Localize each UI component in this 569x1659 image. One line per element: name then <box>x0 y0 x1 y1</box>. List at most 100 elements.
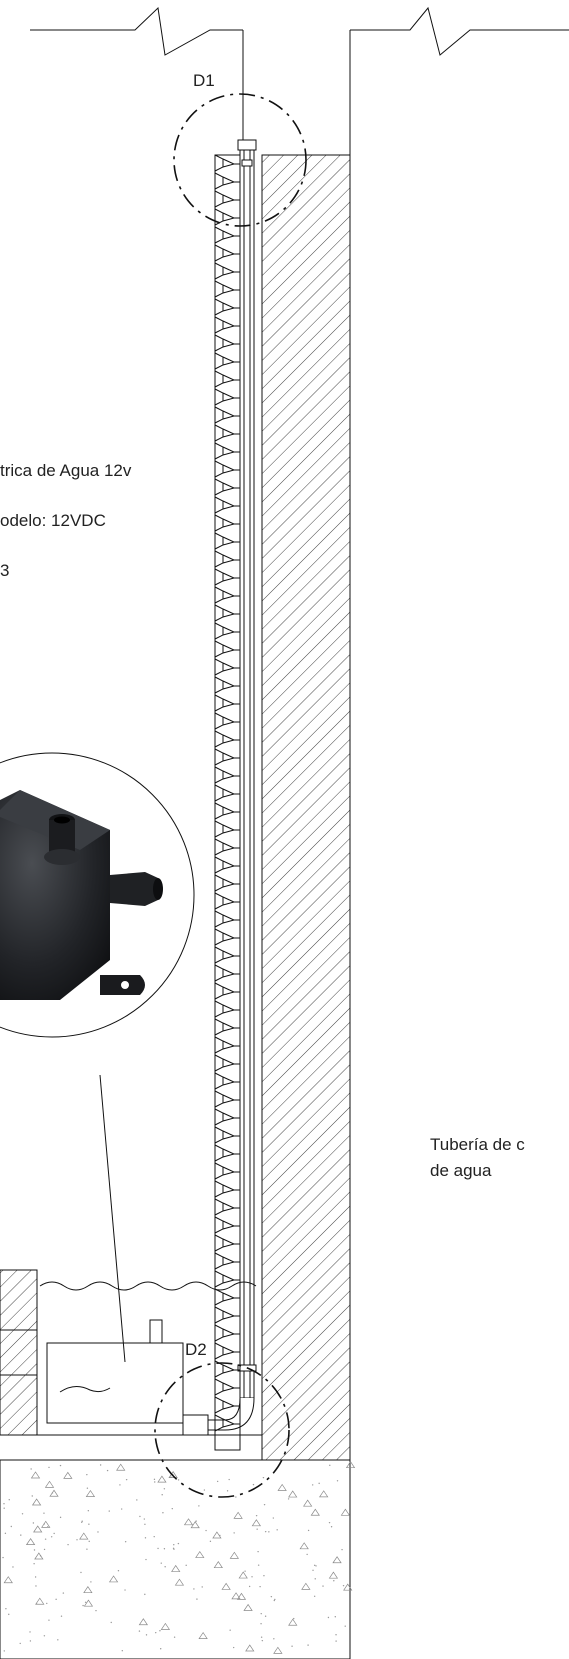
aggregate-stone <box>236 1592 247 1600</box>
sand-dot <box>293 1617 295 1620</box>
sand-dot <box>171 1507 173 1510</box>
sand-dot <box>228 1478 230 1481</box>
module-pocket <box>214 748 240 766</box>
aggregate-stone <box>3 1576 13 1584</box>
floor-slab <box>0 1459 351 1659</box>
sand-dot <box>262 1476 265 1479</box>
sand-dot <box>263 1575 265 1577</box>
sand-dot <box>327 1616 330 1619</box>
module-pocket <box>214 1090 240 1108</box>
aggregate-stone <box>31 1498 42 1506</box>
sand-dot <box>138 1630 141 1632</box>
sand-dot <box>80 1571 82 1574</box>
sand-dot <box>311 1484 314 1486</box>
sand-dot <box>177 1542 180 1545</box>
sand-dot <box>119 1484 121 1486</box>
sand-dot <box>8 1499 10 1501</box>
sand-dot <box>35 1585 37 1587</box>
detail-marker-d1: D1 <box>173 71 307 227</box>
module-pocket <box>214 874 240 892</box>
sand-dot <box>67 1543 69 1546</box>
aggregate-stone <box>33 1525 43 1533</box>
aggregate-stone <box>174 1578 185 1586</box>
sand-dot <box>145 1558 147 1561</box>
sand-dot <box>4 1532 7 1535</box>
sand-dot <box>256 1528 258 1530</box>
module-pocket <box>214 1378 240 1396</box>
sand-dot <box>157 1547 159 1550</box>
module-pocket <box>214 1216 240 1234</box>
sand-dot <box>144 1593 146 1596</box>
module-pocket <box>214 802 240 820</box>
module-pocket <box>214 946 240 964</box>
aggregate-stone <box>171 1564 181 1572</box>
module-pocket <box>214 1252 240 1270</box>
sand-dot <box>95 1609 97 1612</box>
sand-dot <box>273 1638 275 1640</box>
sand-dot <box>185 1564 187 1567</box>
module-pocket <box>214 640 240 658</box>
module-pocket <box>214 964 240 982</box>
sand-dot <box>193 1588 195 1590</box>
water-surface <box>39 1281 257 1291</box>
aggregate-stone <box>319 1490 329 1498</box>
sand-dot <box>53 1532 55 1535</box>
aggregate-stone <box>212 1531 222 1539</box>
aggregate-stone <box>83 1586 93 1594</box>
d2-label: D2 <box>185 1340 207 1359</box>
sand-dot <box>2 1556 4 1559</box>
aggregate-stone <box>116 1463 126 1471</box>
module-pocket <box>214 604 240 622</box>
sand-dot <box>341 1548 343 1551</box>
module-pocket <box>214 694 240 712</box>
sand-dot <box>342 1584 345 1587</box>
sand-dot <box>219 1534 221 1537</box>
top-break-line <box>30 6 569 56</box>
sand-dot <box>21 1513 24 1515</box>
aggregate-stone <box>83 1599 94 1607</box>
pump-spec-line-2: odelo: 12VDC <box>0 511 106 530</box>
sand-dot <box>264 1615 267 1617</box>
module-pocket <box>214 1288 240 1306</box>
aggregate-stone <box>190 1521 200 1529</box>
aggregate-stone <box>299 1542 309 1550</box>
aggregate-stone <box>85 1489 96 1497</box>
water-basin <box>0 1269 262 1436</box>
sand-dot <box>270 1595 273 1598</box>
sand-dot <box>259 1585 261 1588</box>
sand-dot <box>235 1496 237 1498</box>
sand-dot <box>125 1478 128 1481</box>
aggregate-stone <box>35 1597 45 1605</box>
sand-dot <box>62 1592 65 1594</box>
sand-dot <box>47 1526 49 1528</box>
sand-dot <box>155 1631 157 1634</box>
sand-dot <box>88 1540 90 1543</box>
aggregate-stone <box>213 1561 223 1569</box>
module-pocket <box>214 298 240 316</box>
sand-dot <box>10 1525 12 1528</box>
sand-dot <box>263 1503 266 1506</box>
module-pocket <box>214 586 240 604</box>
sand-dot <box>43 1635 46 1637</box>
sand-dot <box>99 1464 102 1466</box>
sand-dot <box>154 1481 156 1483</box>
aggregate-stone <box>157 1475 167 1483</box>
sand-dot <box>318 1482 320 1485</box>
module-pocket <box>214 406 240 424</box>
module-pocket <box>214 838 240 856</box>
sand-dot <box>162 1512 164 1514</box>
sand-dot <box>5 1607 7 1610</box>
sand-dot <box>233 1532 235 1534</box>
aggregate-stone <box>198 1631 208 1639</box>
sand-dot <box>3 1502 5 1505</box>
sand-dot <box>144 1523 146 1526</box>
module-pocket <box>214 1054 240 1072</box>
module-pocket <box>214 1108 240 1126</box>
module-pocket <box>214 622 240 640</box>
sand-dot <box>124 1589 126 1591</box>
sand-dot <box>159 1630 161 1632</box>
module-pocket <box>214 1126 240 1144</box>
module-pocket <box>214 856 240 874</box>
module-pocket <box>214 550 240 568</box>
aggregate-stone <box>273 1646 283 1654</box>
